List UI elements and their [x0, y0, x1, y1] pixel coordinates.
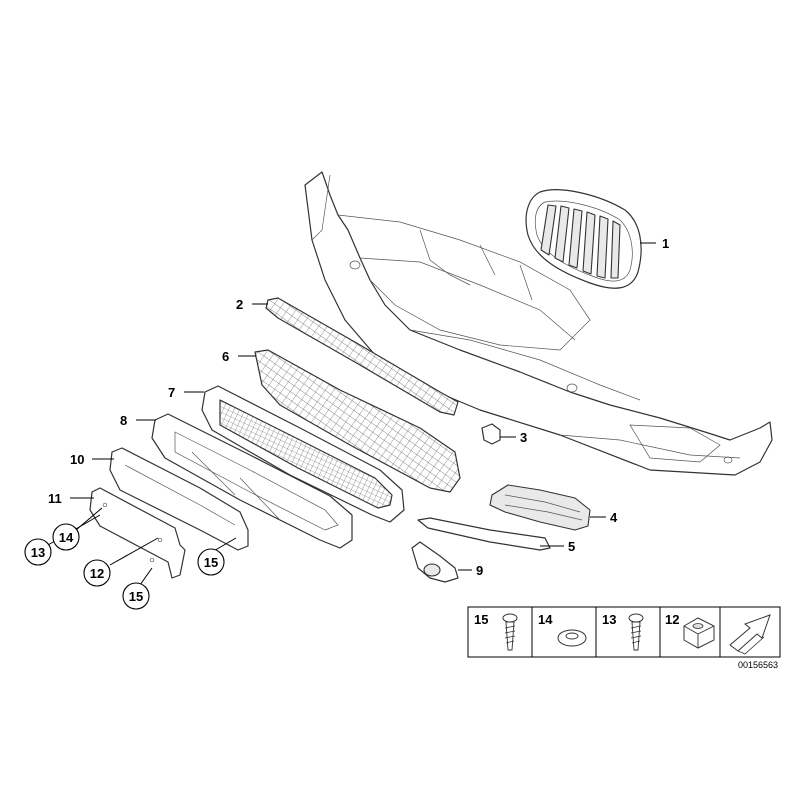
cover-strip — [417, 517, 551, 551]
callout-9: 9 — [476, 563, 483, 578]
legend-label-14: 14 — [538, 612, 553, 627]
cap-part — [481, 423, 501, 445]
legend-label-15: 15 — [474, 612, 488, 627]
legend-label-13: 13 — [602, 612, 616, 627]
callout-14: 14 — [59, 530, 74, 545]
callout-1: 1 — [662, 236, 669, 251]
trim-frame — [201, 385, 405, 523]
nut-icon — [683, 617, 715, 649]
grille-slats — [540, 204, 621, 279]
callout-4: 4 — [610, 510, 618, 525]
bumper-cover — [304, 171, 773, 476]
callout-labels: 1 2 3 4 5 6 7 8 9 10 11 — [48, 236, 669, 578]
side-grille — [489, 484, 591, 531]
callout-7: 7 — [168, 385, 175, 400]
callout-10: 10 — [70, 452, 84, 467]
sensor-holder — [411, 541, 459, 583]
callout-11: 11 — [48, 491, 62, 506]
plate-base — [109, 447, 249, 551]
circled-callouts: 14 13 12 15 15 — [24, 523, 225, 610]
diagram-part-number: 00156563 — [738, 660, 778, 670]
callout-15: 15 — [129, 589, 143, 604]
washer-icon — [557, 629, 587, 647]
legend-label-12: 12 — [665, 612, 679, 627]
screw-icon — [628, 613, 644, 651]
kidney-grille — [525, 189, 642, 289]
direction-arrow-icon — [729, 614, 771, 655]
callout-5: 5 — [568, 539, 575, 554]
callout-3: 3 — [520, 430, 527, 445]
callout-2: 2 — [236, 297, 243, 312]
mesh-strip — [265, 297, 459, 416]
callout-13: 13 — [31, 545, 45, 560]
plate-bracket — [89, 487, 186, 579]
callout-6: 6 — [222, 349, 229, 364]
upper-grille — [254, 349, 461, 493]
callout-12: 12 — [90, 566, 104, 581]
screw-icon — [502, 613, 518, 651]
callout-15-b: 15 — [204, 555, 218, 570]
callout-8: 8 — [120, 413, 127, 428]
fastener-legend: 15 14 13 12 — [467, 606, 781, 658]
outer-frame — [151, 413, 353, 549]
